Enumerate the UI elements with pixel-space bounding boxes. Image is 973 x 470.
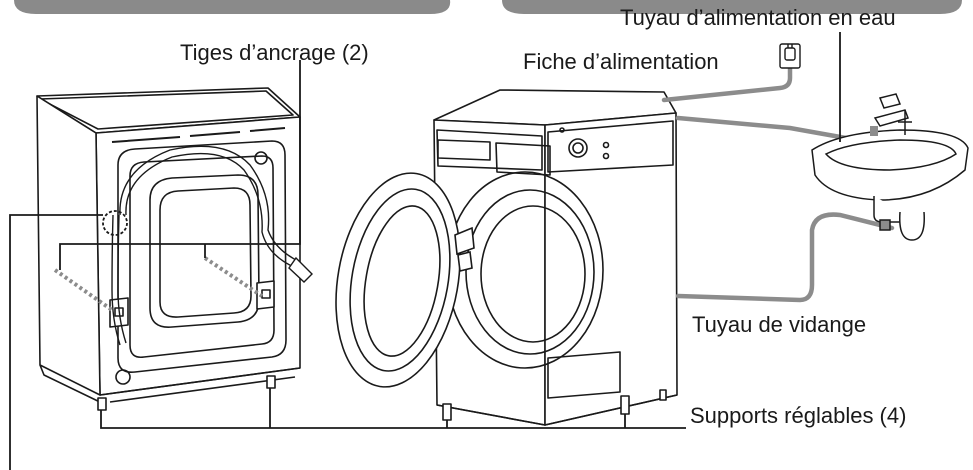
power-plug-icon xyxy=(779,43,801,69)
supply-hoses xyxy=(661,63,895,303)
sink xyxy=(811,93,969,241)
connector-highlight xyxy=(102,210,128,236)
left-header-tab xyxy=(14,0,451,14)
label-drain-hose: Tuyau de vidange xyxy=(692,312,867,337)
machine-back-view xyxy=(36,87,301,411)
label-power-plug: Fiche d’alimentation xyxy=(523,49,719,74)
label-anchor-rods: Tiges d’ancrage (2) xyxy=(180,40,369,65)
leader-lines xyxy=(9,32,841,470)
machine-front-view xyxy=(433,89,678,426)
open-door xyxy=(335,172,475,388)
right-header-tab xyxy=(502,0,962,14)
label-adjustable-feet: Supports réglables (4) xyxy=(690,403,907,428)
label-water-inlet-hose: Tuyau d’alimentation en eau xyxy=(620,5,896,30)
